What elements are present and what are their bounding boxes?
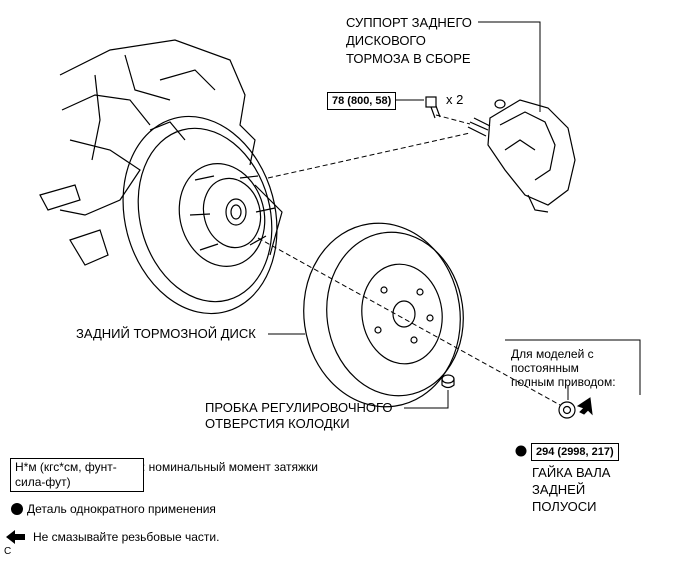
nut-torque-box: 294 (2998, 217) xyxy=(531,443,619,461)
nut-label-line3: ПОЛУОСИ xyxy=(532,499,597,514)
legend-torque-unit-box: Н*м (кгс*см, фунт- сила-фут) xyxy=(10,458,144,492)
corner-mark: C xyxy=(4,546,12,557)
caliper-label-line1: СУППОРТ ЗАДНЕГО xyxy=(346,15,472,30)
bolt-torque-box: 78 (800, 58) xyxy=(327,92,397,110)
caliper-label-line3: ТОРМОЗА В СБОРЕ xyxy=(346,51,471,66)
axle-nut-drawing xyxy=(558,401,576,419)
knuckle-drawing xyxy=(39,39,256,266)
hub-drawing xyxy=(178,163,276,267)
left-arrow-icon xyxy=(6,530,25,544)
legend-nonreusable-text: Деталь однократного применения xyxy=(27,502,216,516)
no-lube-arrow-icon xyxy=(576,397,593,416)
legend-torque-desc: : номинальный момент затяжки xyxy=(142,460,318,474)
awd-note-line2: постоянным xyxy=(511,361,579,375)
legend-torque-unit-line1: Н*м (кгс*см, фунт- xyxy=(15,460,117,474)
bolt-drawing xyxy=(425,96,441,119)
nonreusable-marker-icon xyxy=(515,445,527,457)
leader-lines xyxy=(268,21,569,409)
caliper-drawing xyxy=(467,99,576,213)
plug-label-line1: ПРОБКА РЕГУЛИРОВОЧНОГО xyxy=(205,400,393,415)
legend-no-lube-text: Не смазывайте резьбовые части. xyxy=(33,530,220,544)
nut-label-line2: ЗАДНЕЙ xyxy=(532,482,586,497)
bolt-quantity: x 2 xyxy=(446,92,464,107)
nut-label-line1: ГАЙКА ВАЛА xyxy=(532,465,611,480)
disc-drawing xyxy=(303,222,464,408)
legend-torque-unit-line2: сила-фут) xyxy=(15,475,71,489)
filled-circle-icon xyxy=(11,503,23,515)
awd-note-line1: Для моделей с xyxy=(511,347,594,361)
awd-frame xyxy=(505,339,641,395)
plug-label-line2: ОТВЕРСТИЯ КОЛОДКИ xyxy=(205,416,350,431)
disc-label: ЗАДНИЙ ТОРМОЗНОЙ ДИСК xyxy=(76,326,256,341)
caliper-label-line2: ДИСКОВОГО xyxy=(346,33,426,48)
awd-note-line3: полным приводом: xyxy=(511,375,616,389)
plug-drawing xyxy=(441,374,455,389)
backing-plate-drawing xyxy=(122,115,283,315)
alignment-lines xyxy=(257,114,561,406)
